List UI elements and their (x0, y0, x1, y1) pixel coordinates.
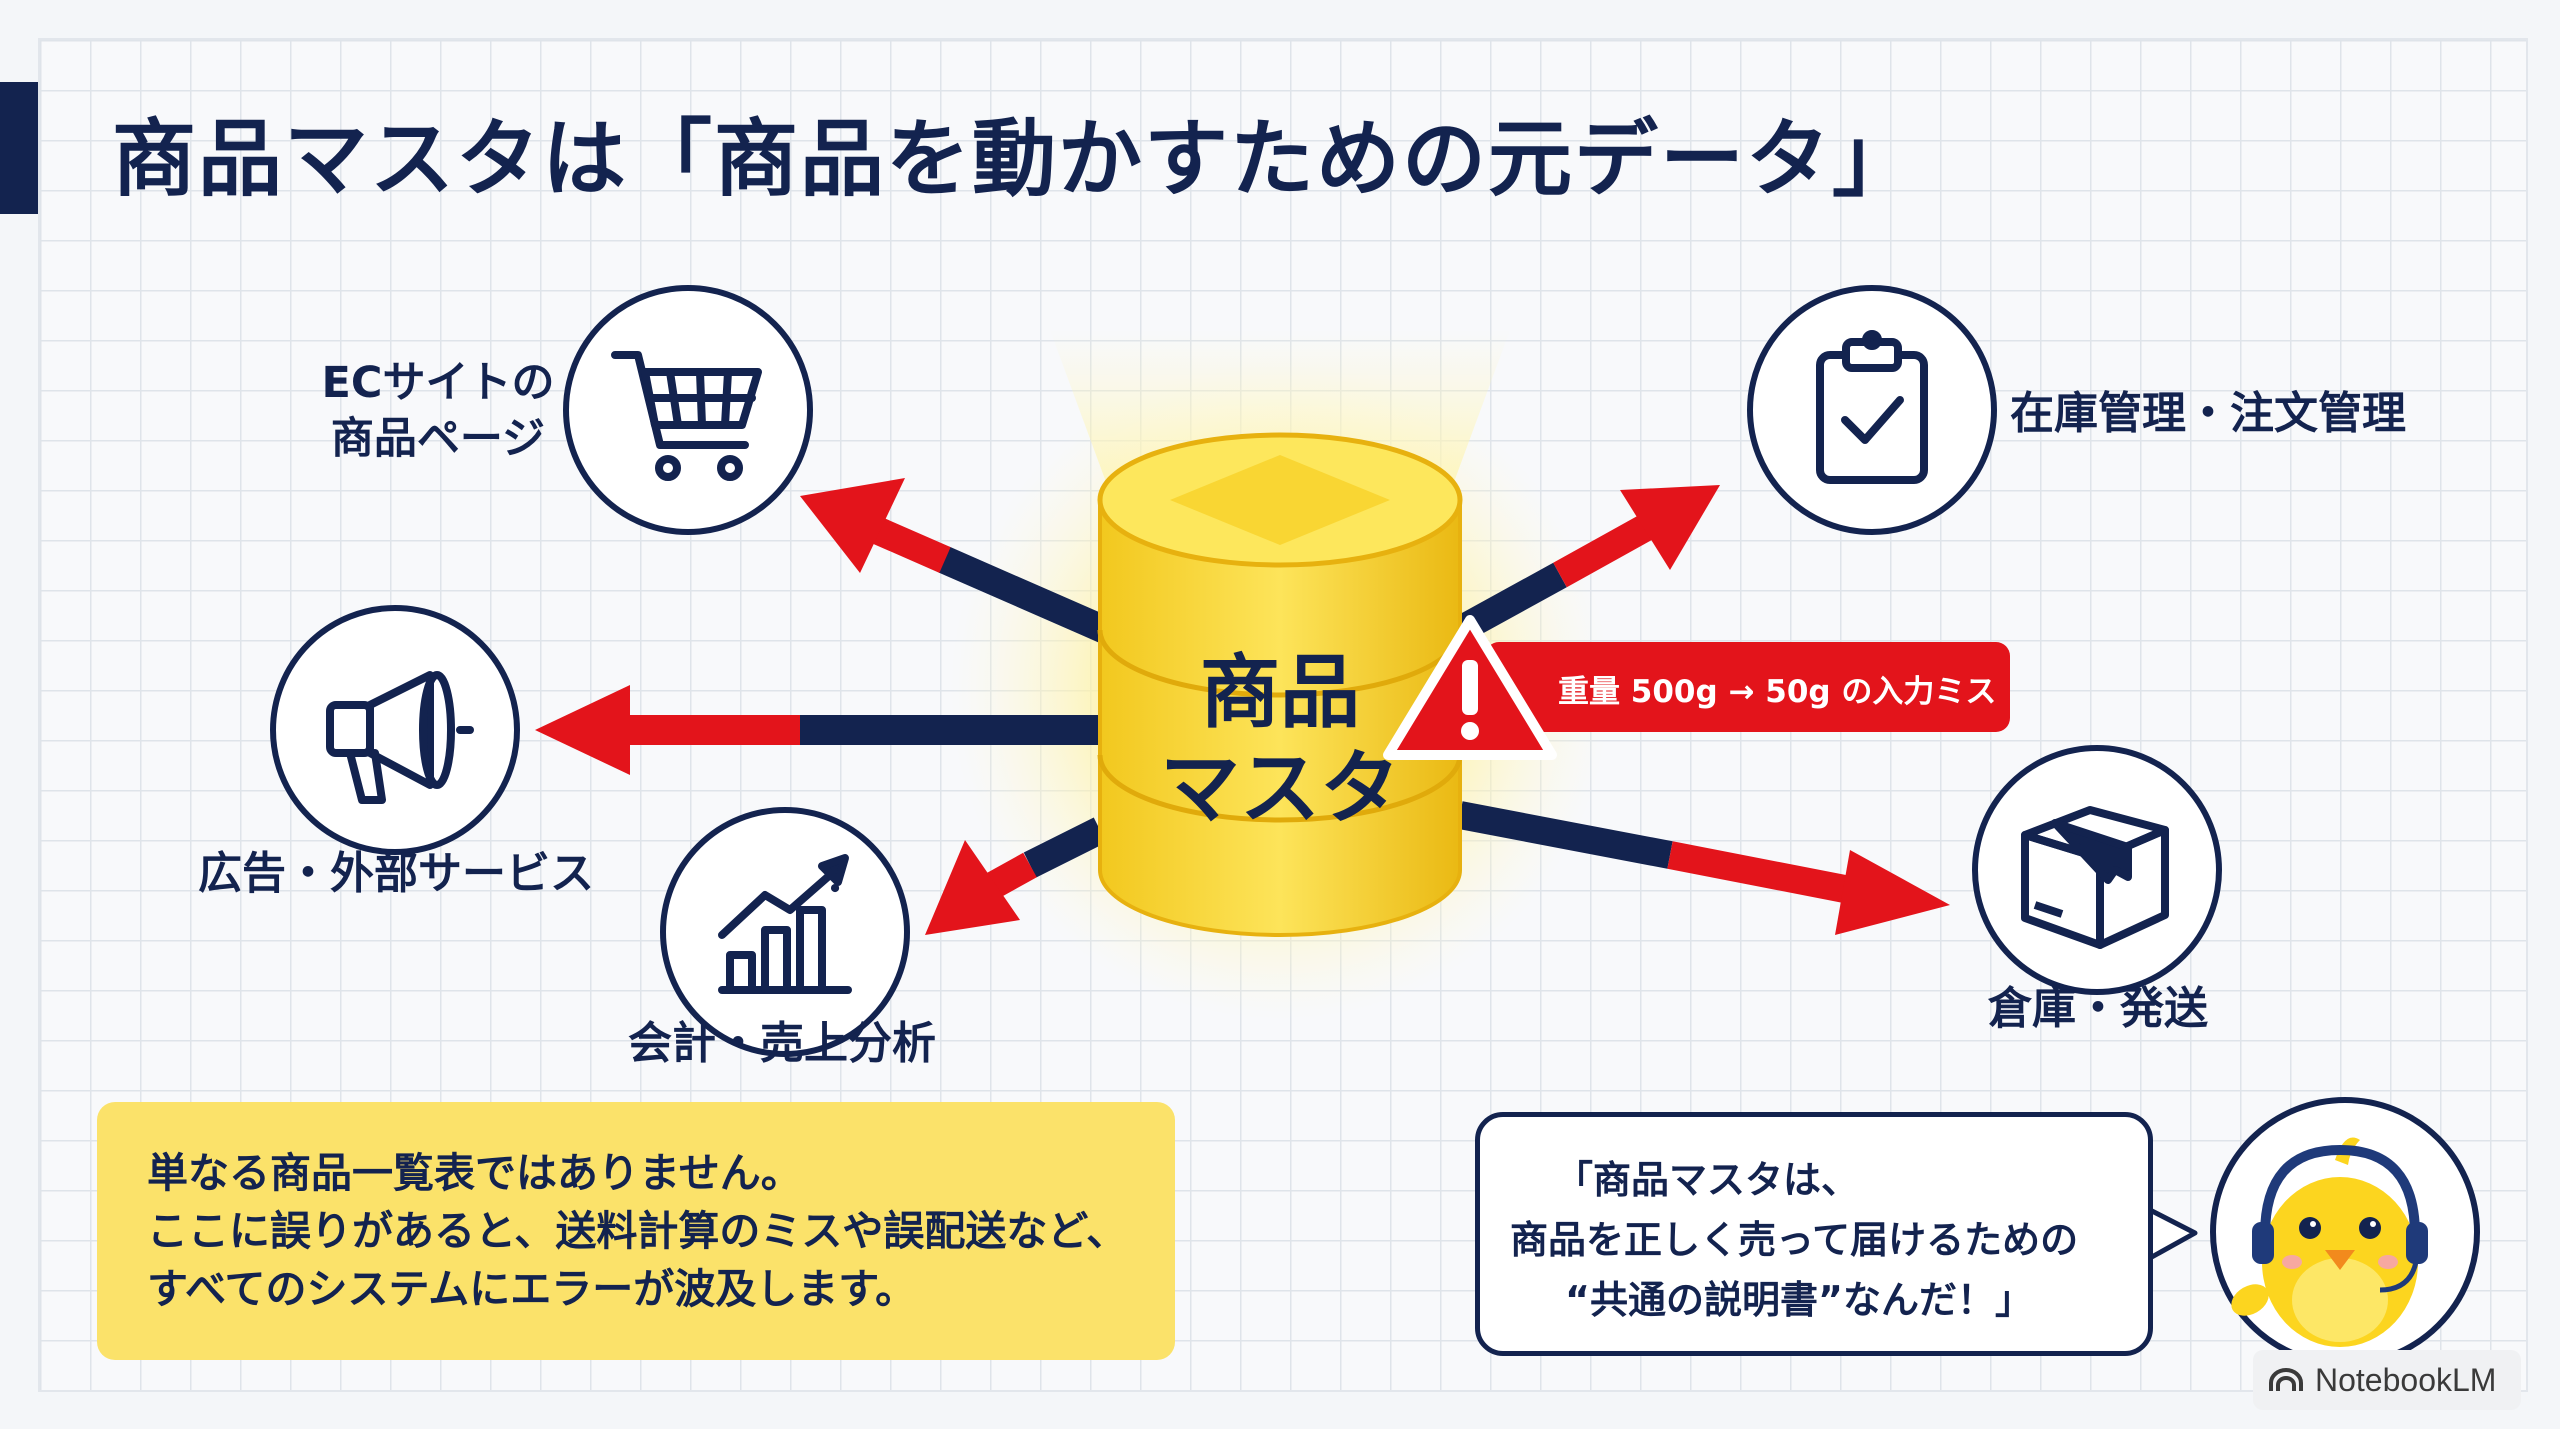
node-label-inventory: 在庫管理・注文管理 (2010, 388, 2406, 439)
arrow-to-accounting (925, 817, 1107, 935)
bubble-line-3: “共通の説明書”なんだ！」 (1565, 1278, 2033, 1322)
error-banner (1485, 642, 2010, 732)
notebooklm-badge: NotebookLM (2253, 1350, 2521, 1410)
error-message: 重量 500g → 50g の入力ミス (1558, 674, 1997, 710)
bubble-line-2: 商品を正しく売って届けるための (1510, 1218, 2079, 1262)
notebooklm-logo-icon (2269, 1368, 2303, 1391)
bubble-line-1: 「商品マスタは、 (1555, 1158, 1860, 1202)
bar-chart-growth-icon (718, 854, 852, 994)
shopping-cart-icon (611, 351, 762, 481)
warning-triangle-icon (1383, 615, 1557, 760)
note-box: 単なる商品一覧表ではありません。 ここに誤りがあると、送料計算のミスや誤配送など… (97, 1102, 1175, 1360)
node-label-ec-line1: ECサイトの (321, 358, 555, 408)
node-circle-ec (563, 285, 813, 535)
node-label-ec: ECサイトの 商品ページ (308, 355, 568, 467)
note-line-2: ここに誤りがあると、送料計算のミスや誤配送など、 (147, 1207, 1128, 1255)
arrow-to-inventory (1453, 485, 1720, 643)
node-circle-inventory (1747, 285, 1997, 535)
database-cylinder (1097, 432, 1463, 937)
node-circle-ads (270, 605, 520, 855)
notebooklm-label: NotebookLM (2315, 1361, 2497, 1398)
arrow-to-warehouse (1457, 801, 1950, 935)
node-label-accounting: 会計・売上分析 (628, 1018, 936, 1069)
note-line-1: 単なる商品一覧表ではありません。 (147, 1149, 802, 1197)
node-label-warehouse: 倉庫・発送 (1988, 983, 2208, 1034)
page-title: 商品マスタは「商品を動かすための元データ」 (112, 110, 1919, 208)
arrow-to-ec (800, 478, 1119, 644)
node-label-ec-line2: 商品ページ (330, 414, 546, 464)
database-label: 商品 マスタ (1080, 645, 1480, 837)
arrow-to-ads (535, 685, 1100, 775)
clipboard-check-icon (1816, 330, 1928, 484)
mascot-chick-avatar (2210, 1097, 2480, 1367)
database-label-line2: マスタ (1160, 742, 1400, 835)
node-label-ads: 広告・外部サービス (198, 848, 594, 899)
megaphone-icon (326, 671, 474, 804)
speech-bubble: 「商品マスタは、 商品を正しく売って届けるための “共通の説明書”なんだ！」 (1475, 1112, 2153, 1356)
package-box-icon (2021, 806, 2169, 949)
database-label-line1: 商品 (1200, 646, 1360, 739)
note-line-3: すべてのシステムにエラーが波及します。 (147, 1265, 917, 1313)
title-accent-bar (0, 82, 38, 214)
